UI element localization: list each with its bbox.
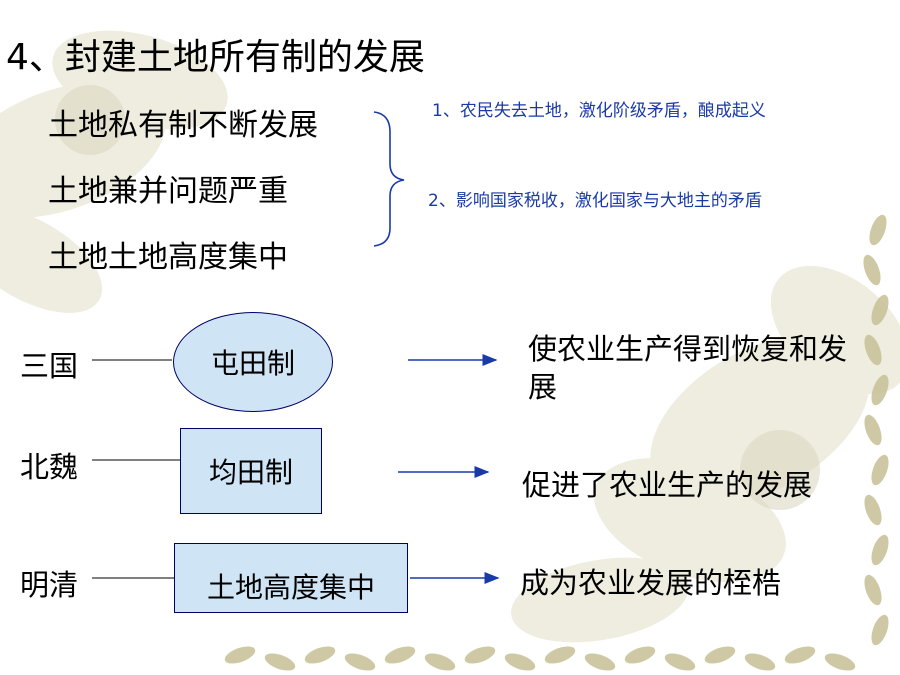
cause-item-private-ownership: 土地私有制不断发展 — [48, 108, 318, 143]
result-land-concentration: 成为农业发展的桎梏 — [520, 566, 782, 600]
slide-title: 4、封建土地所有制的发展 — [6, 37, 425, 78]
era-label-northern-wei: 北魏 — [20, 450, 79, 484]
system-box-juntian: 均田制 — [180, 428, 322, 514]
cause-item-land-concentration: 土地土地高度集中 — [48, 240, 288, 275]
system-label-land-concentration: 土地高度集中 — [206, 571, 375, 604]
consequence-note-1: 1、农民失去土地，激化阶级矛盾，酿成起义 — [432, 101, 766, 121]
system-box-land-concentration: 土地高度集中 — [174, 543, 408, 613]
system-oval-tuntian: 屯田制 — [173, 312, 333, 412]
result-tuntian: 使农业生产得到恢复和发展 — [528, 332, 848, 404]
consequence-note-2: 2、影响国家税收，激化国家与大地主的矛盾 — [428, 191, 762, 211]
system-label-juntian: 均田制 — [208, 456, 293, 489]
cause-item-land-annexation: 土地兼并问题严重 — [48, 174, 288, 209]
result-juntian: 促进了农业生产的发展 — [522, 468, 813, 502]
era-label-three-kingdoms: 三国 — [20, 349, 79, 383]
system-label-tuntian: 屯田制 — [210, 347, 295, 380]
era-label-ming-qing: 明清 — [20, 568, 79, 602]
